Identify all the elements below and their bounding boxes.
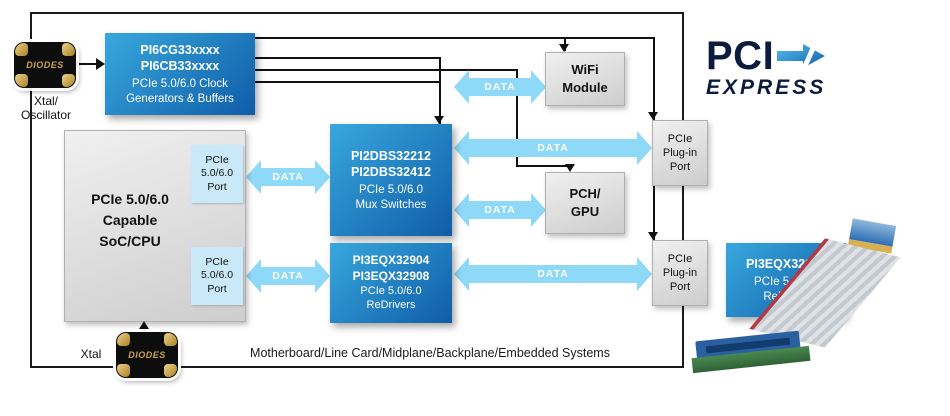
pci-logo-arrow-icon [777,41,826,71]
pch-gpu-label: PCH/ GPU [569,185,601,219]
pci-logo-row: PCI [706,36,831,76]
arrow-head-left-icon [246,259,261,293]
wifi-module-block: WiFi Module [545,52,625,106]
arrowhead-into-soc-icon [139,321,149,329]
clock-jog-pch [516,165,572,167]
arrow-body: DATA [469,139,637,157]
data-arrow-mux-pch: DATA [454,193,546,227]
clock-description: PCIe 5.0/6.0 Clock Generators & Buffers [126,78,234,105]
arrowhead-into-plugin-top-icon [648,112,658,120]
system-caption: Motherboard/Line Card/Midplane/Backplane… [250,346,610,360]
clock-part-number-2: PI6CB33xxxx [140,59,220,74]
redrivers-part-number-2: PI3EQX32908 [352,268,430,283]
arrow-body: DATA [469,265,637,283]
redrivers-block: PI3EQX32904 PI3EQX32908 PCIe 5.0/6.0 ReD… [330,243,452,323]
arrowhead-into-pch-icon [565,164,575,172]
arrow-head-right-icon [637,257,652,291]
redrivers-description: PCIe 5.0/6.0 ReDrivers [360,285,422,312]
data-arrow-label: DATA [272,171,304,183]
data-arrow-redrivers-plugin-bottom: DATA [454,257,652,291]
clock-part-number-1: PI6CG33xxxx [140,42,220,57]
arrow-head-left-icon [454,193,469,227]
diodes-brand-label: DIODES [128,350,166,360]
mux-description: PCIe 5.0/6.0 Mux Switches [355,184,427,211]
data-arrow-label: DATA [484,81,516,93]
mux-switches-block: PI2DBS32212 PI2DBS32412 PCIe 5.0/6.0 Mux… [330,124,452,236]
clock-drop-pch-1 [516,69,518,167]
arrow-head-right-icon [315,259,330,293]
chip-pad-icon [117,333,130,346]
express-logo-text: EXPRESS [706,76,827,99]
arrow-head-right-icon [531,70,546,104]
chip-pad-icon [62,74,75,87]
pci-logo-text: PCI [706,34,775,78]
chip-pad-icon [15,74,28,87]
xtal-oscillator-label: Xtal/ Oscillator [20,94,71,122]
chip-pad-icon [15,43,28,56]
soc-pcie-port-1: PCIe 5.0/6.0 Port [191,145,243,203]
soc-cpu-block: PCIe 5.0/6.0 Capable SoC/CPU PCIe 5.0/6.… [64,130,246,322]
pcie-plugin-port-bottom-block: PCIe Plug-in Port [652,240,708,306]
data-arrow-label: DATA [272,270,304,282]
clock-trace-top [255,37,655,39]
clock-trace-pch [255,69,518,71]
arrow-head-right-icon [315,160,330,194]
riser-cable-photo [690,212,948,412]
data-arrow-label: DATA [537,142,569,154]
clock-trace-mux-2 [255,81,441,83]
arrow-head-left-icon [454,257,469,291]
arrow-head-left-icon [454,131,469,165]
chip-pad-icon [117,364,130,377]
chip-pad-icon [164,364,177,377]
data-arrow-label: DATA [537,268,569,280]
arrow-body: DATA [261,168,315,186]
arrowhead-into-wifi-icon [559,44,569,52]
pch-gpu-block: PCH/ GPU [545,172,625,234]
data-arrow-soc-redrivers: DATA [246,259,330,293]
arrowhead-into-mux-icon [434,116,444,124]
pcie-plugin-port-top-label: PCIe Plug-in Port [662,132,698,174]
arrow-head-right-icon [637,131,652,165]
pcie-plugin-port-top-block: PCIe Plug-in Port [652,120,708,186]
chip-pad-icon [164,333,177,346]
riser-ribbon-cable [749,238,901,348]
arrow-body: DATA [469,201,531,219]
soc-pcie-port-2: PCIe 5.0/6.0 Port [191,247,243,305]
data-arrow-mux-plugin-top: DATA [454,131,652,165]
mux-part-number-1: PI2DBS32212 [351,148,431,163]
arrow-head-left-icon [246,160,261,194]
diodes-brand-label: DIODES [26,60,64,70]
chip-pad-icon [62,43,75,56]
xtal-label: Xtal [80,347,102,361]
arrow-head-left-icon [454,70,469,104]
clock-generator-block: PI6CG33xxxx PI6CB33xxxx PCIe 5.0/6.0 Clo… [105,33,255,115]
data-arrow-label: DATA [484,204,516,216]
wifi-module-label: WiFi Module [562,61,608,95]
data-arrow-soc-mux: DATA [246,160,330,194]
arrowhead-into-clock-icon [96,58,105,70]
oscillator-to-clock-line [78,63,98,65]
arrow-body: DATA [261,267,315,285]
arrow-body: DATA [469,78,531,96]
xtal-chip: DIODES [116,332,178,378]
clock-trace-mux [255,57,441,59]
redrivers-part-number-1: PI3EQX32904 [352,253,430,268]
pci-express-logo: PCI EXPRESS [706,36,831,100]
pcie-plugin-port-bottom-label: PCIe Plug-in Port [662,252,698,294]
clock-drop-mux [439,57,441,124]
soc-cpu-title: PCIe 5.0/6.0 Capable SoC/CPU [91,191,169,249]
data-arrow-mux-wifi: DATA [454,70,546,104]
xtal-oscillator-chip: DIODES [14,42,76,88]
arrowhead-into-plugin-bottom-icon [648,232,658,240]
arrow-head-right-icon [531,193,546,227]
mux-part-number-2: PI2DBS32412 [351,165,431,180]
